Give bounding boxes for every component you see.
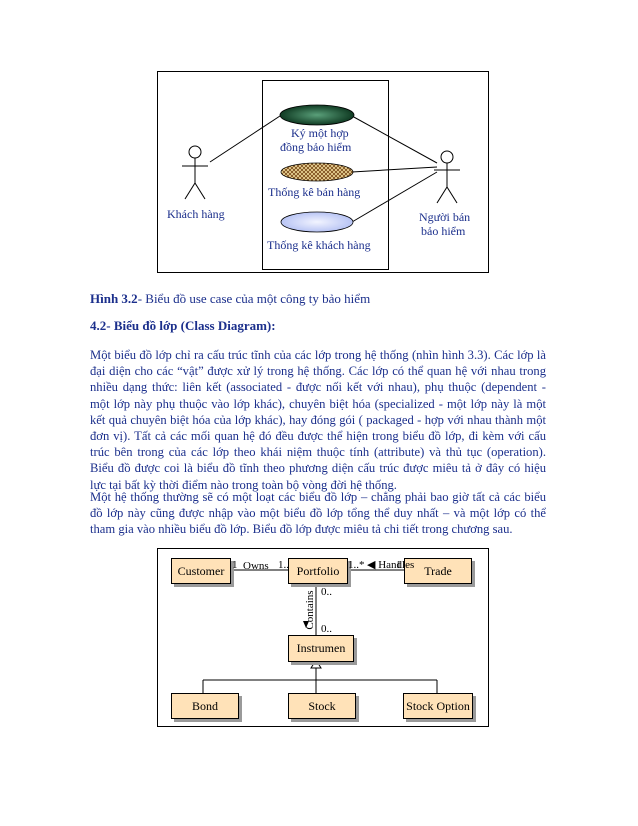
contains-top-multiplicity: 0..: [321, 586, 332, 598]
class-stock: Stock: [288, 693, 356, 719]
paragraph-1-line: đại diện cho các “vật” được xử lý trong …: [90, 364, 546, 379]
figure-caption-label: Hình 3.2: [90, 291, 138, 306]
usecase-ellipse-sales-stats: [280, 162, 354, 182]
paragraph-2-line: tham gia vào nhiều biểu đồ lớp. Biểu đồ …: [90, 522, 513, 537]
paragraph-2-line: Một hệ thống thường sẽ có một loạt các b…: [90, 490, 546, 504]
owns-right-multiplicity: 1..: [278, 559, 289, 571]
actor-customer-icon: [182, 145, 208, 200]
usecase-contract-label-line1: Ký một hợp: [291, 126, 349, 140]
contains-label: Contains: [304, 590, 316, 630]
class-stock-option: Stock Option: [403, 693, 473, 719]
paragraph-1-line: một lớp này phụ thuộc vào lớp khác), chu…: [90, 396, 546, 411]
actor-seller-label-line2: bảo hiểm: [421, 224, 466, 238]
paragraph-1-line: Biểu đồ được coi là biểu đồ tĩnh theo ph…: [90, 461, 546, 476]
handles-label: ◀ Handles: [367, 559, 415, 571]
class-instrumen: Instrumen: [288, 635, 354, 662]
usecase-contract-label-line2: đồng bảo hiểm: [280, 140, 352, 154]
class-bond: Bond: [171, 693, 239, 719]
actor-seller-icon: [434, 150, 460, 204]
handles-left-multiplicity: 1..*: [348, 559, 365, 571]
paragraph-1-line: đơn vị). Tất cả các mối quan hệ đó đều đ…: [90, 429, 546, 444]
paragraph-1: Một biểu đồ lớp chỉ ra cấu trúc tĩnh của…: [90, 347, 546, 493]
paragraph-2: Một hệ thống thường sẽ có một loạt các b…: [90, 489, 546, 538]
assoc-seller-uc1: [351, 115, 438, 164]
paragraph-2-line: đồ lớp này cũng được nhập vào một biểu đ…: [90, 506, 546, 521]
paragraph-1-line: kết quả chuyên biệt hóa của lớp khác), h…: [90, 412, 546, 427]
figure-caption-text: - Biểu đồ use case của một công ty bảo h…: [137, 291, 371, 306]
paragraph-1-line: nhiều dạng thức: liên kết (associated - …: [90, 380, 546, 395]
owns-left-multiplicity: 1: [232, 559, 238, 571]
paragraph-1-line: lực tại bất kỳ thời điểm nào trong toàn …: [90, 477, 397, 492]
usecase-sales-stats-label: Thống kê bán hàng: [268, 185, 361, 199]
class-portfolio: Portfolio: [288, 558, 348, 584]
contains-bottom-multiplicity: 0..: [321, 623, 332, 635]
usecase-customer-stats-label: Thống kê khách hàng: [267, 238, 371, 252]
usecase-diagram-frame: [157, 71, 489, 273]
assoc-seller-uc2: [351, 166, 438, 173]
system-boundary: [262, 80, 389, 270]
figure-caption: Hình 3.2- Biểu đồ use case của một công …: [90, 291, 370, 307]
usecase-diagram-graphics: [182, 104, 460, 233]
usecase-ellipse-contract: [279, 104, 355, 126]
actor-customer-label: Khách hàng: [167, 207, 225, 221]
class-diagram-frame: [157, 548, 489, 727]
paragraph-1-line: trúc bên trong của các lớp theo khái niệ…: [90, 445, 546, 460]
class-trade: Trade: [404, 558, 472, 584]
section-heading: 4.2- Biểu đồ lớp (Class Diagram):: [90, 318, 276, 333]
class-customer: Customer: [171, 558, 231, 584]
actor-seller-label-line1: Người bán: [419, 210, 471, 224]
handles-right-multiplicity: 1: [396, 559, 402, 571]
assoc-seller-uc3: [351, 171, 438, 223]
owns-label: Owns: [243, 560, 269, 572]
assoc-customer-uc1: [209, 113, 284, 163]
usecase-ellipse-customer-stats: [280, 211, 354, 233]
paragraph-1-line: Một biểu đồ lớp chỉ ra cấu trúc tĩnh của…: [90, 348, 546, 362]
